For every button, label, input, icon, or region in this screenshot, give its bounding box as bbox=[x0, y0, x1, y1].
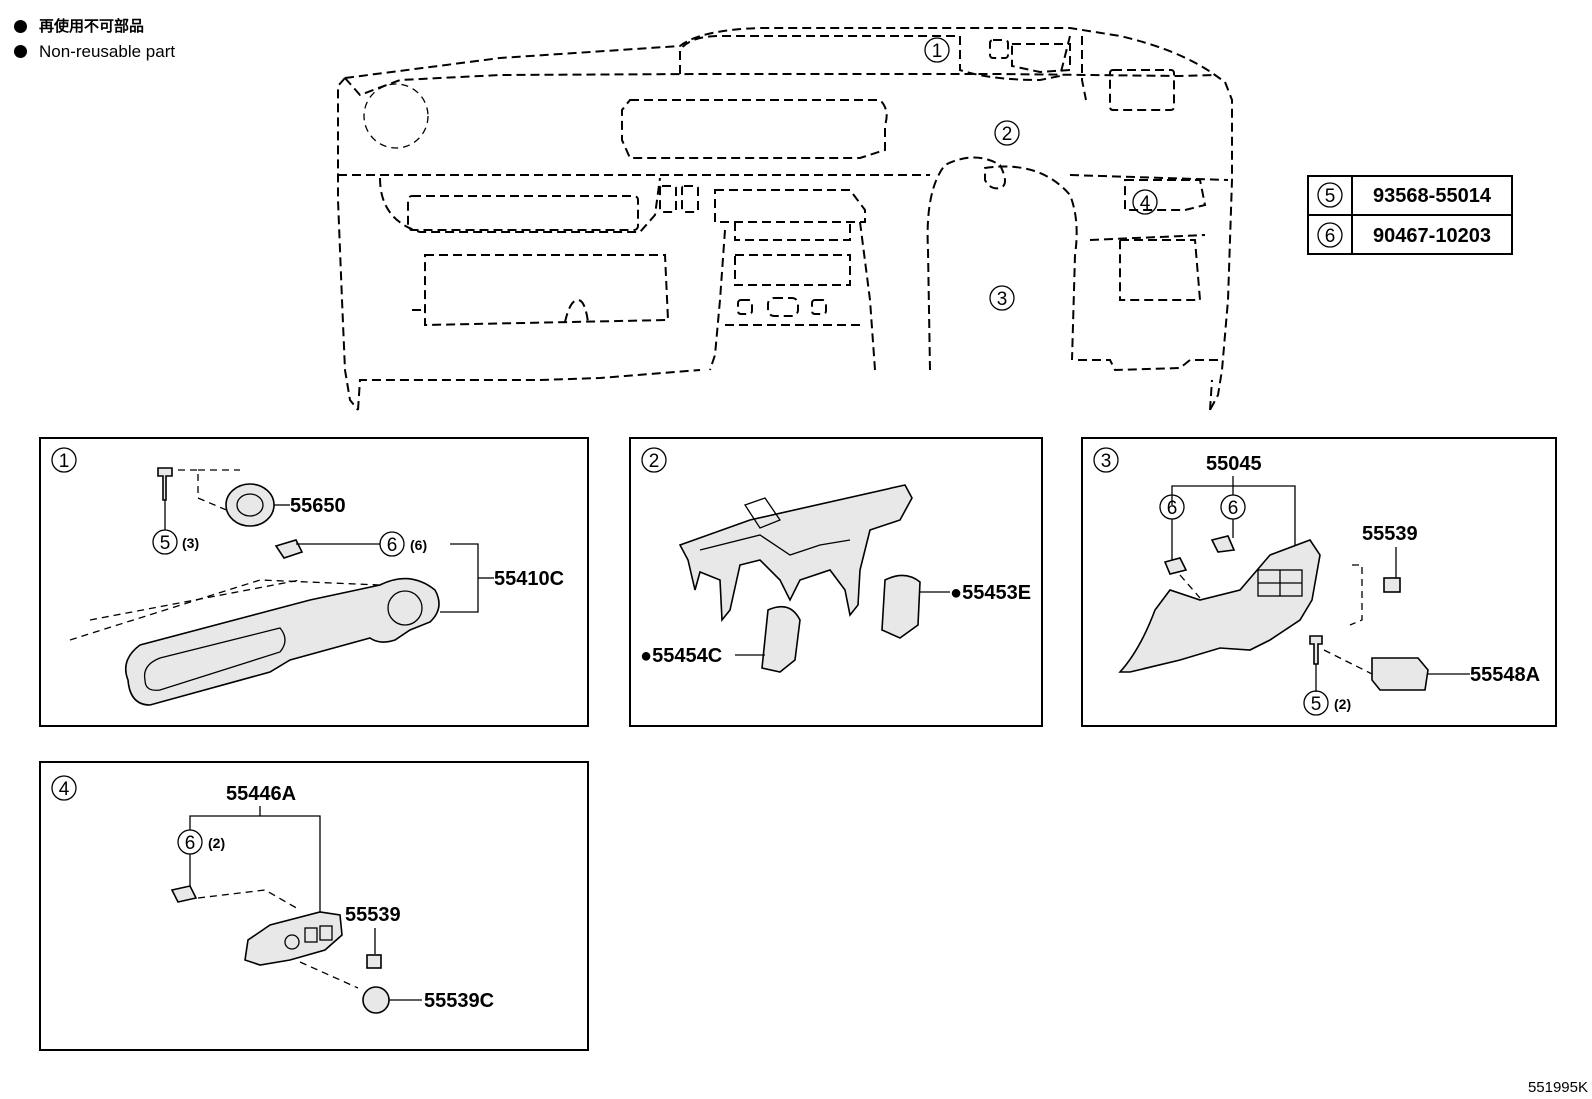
clip-6-part bbox=[170, 885, 198, 903]
cover-55539c-part bbox=[362, 986, 390, 1014]
panel-3-part-55548a: 55548A bbox=[1470, 664, 1540, 686]
panel-1: 1 5 (3) 55650 6 (6) 55410C bbox=[39, 437, 589, 727]
table-ref-6: 6 bbox=[1325, 226, 1336, 247]
legend: 再使用不可部品 Non-reusable part bbox=[14, 14, 175, 64]
dashboard-overview: 1 2 3 4 bbox=[337, 27, 1233, 411]
panel-1-number: 1 bbox=[59, 451, 70, 472]
clip-6b-part bbox=[1210, 535, 1236, 553]
panel-4-ref-6-qty: (2) bbox=[208, 835, 225, 851]
legend-japanese: 再使用不可部品 bbox=[39, 17, 145, 35]
panel-3-ref-6b: 6 bbox=[1228, 498, 1239, 519]
screw-5-part bbox=[157, 467, 173, 501]
overview-callout-4: 4 bbox=[1140, 193, 1151, 214]
clip-6-part bbox=[274, 539, 304, 559]
legend-row-english: Non-reusable part bbox=[14, 39, 175, 64]
panel-4-part-55539: 55539 bbox=[345, 904, 401, 926]
panel-1-part-55410c: 55410C bbox=[494, 568, 564, 590]
bullet-icon bbox=[14, 20, 27, 33]
panel-4-number: 4 bbox=[59, 779, 70, 800]
switch-55548a-part bbox=[1371, 657, 1429, 691]
screw-5-part bbox=[1309, 635, 1323, 665]
switch-base-55446a-part bbox=[244, 911, 343, 966]
table-part-no-6: 90467-10203 bbox=[1373, 225, 1491, 247]
panel-3-ref-6a: 6 bbox=[1167, 498, 1178, 519]
panel-2-part-55454c: ●55454C bbox=[640, 645, 722, 667]
overview-callout-2: 2 bbox=[1002, 124, 1013, 145]
vent-55650-part bbox=[225, 483, 275, 527]
panel-2-part-55453e: ●55453E bbox=[950, 582, 1031, 604]
panel-3-part-55539: 55539 bbox=[1362, 523, 1418, 545]
finish-panel-55045-part bbox=[1118, 539, 1321, 673]
panel-3-number: 3 bbox=[1101, 451, 1112, 472]
panel-2-number: 2 bbox=[649, 451, 660, 472]
panel-1-ref-5-qty: (3) bbox=[182, 535, 199, 551]
panel-4: 4 55446A 6 (2) 55539 55539C bbox=[39, 761, 589, 1051]
panel-1-ref-6-qty: (6) bbox=[410, 537, 427, 553]
panel-1-ref-6: 6 bbox=[387, 535, 398, 556]
cover-55539-part bbox=[1383, 577, 1401, 593]
legend-english: Non-reusable part bbox=[39, 42, 176, 61]
panel-4-part-55446a: 55446A bbox=[226, 783, 296, 805]
table-ref-5: 5 bbox=[1325, 186, 1336, 207]
cover-55539-part bbox=[366, 954, 382, 969]
bezel-55410c-part bbox=[124, 577, 440, 706]
cover-55453e-part bbox=[881, 574, 921, 639]
illustration-id: 551995K bbox=[1528, 1079, 1588, 1096]
panel-4-part-55539c: 55539C bbox=[424, 990, 494, 1012]
panel-4-ref-6: 6 bbox=[185, 833, 196, 854]
clip-6a-part bbox=[1163, 557, 1188, 575]
overview-callout-1: 1 bbox=[932, 41, 943, 62]
table-part-no-5: 93568-55014 bbox=[1373, 185, 1492, 207]
panel-1-part-55650: 55650 bbox=[290, 495, 346, 517]
bullet-icon bbox=[14, 45, 27, 58]
overview-callout-3: 3 bbox=[997, 289, 1008, 310]
legend-row-japanese: 再使用不可部品 bbox=[14, 14, 175, 39]
fastener-table: 5 93568-55014 6 90467-10203 bbox=[1307, 175, 1513, 255]
panel-3-part-55045: 55045 bbox=[1206, 453, 1262, 475]
panel-1-ref-5: 5 bbox=[160, 533, 171, 554]
panel-3-ref-5: 5 bbox=[1311, 694, 1322, 715]
panel-3: 3 55045 6 6 55539 5 (2) 55548A bbox=[1081, 437, 1557, 727]
cover-55454c-part bbox=[761, 605, 801, 673]
panel-2: 2 ●55454C ●55453E bbox=[629, 437, 1043, 727]
panel-3-ref-5-qty: (2) bbox=[1334, 696, 1351, 712]
